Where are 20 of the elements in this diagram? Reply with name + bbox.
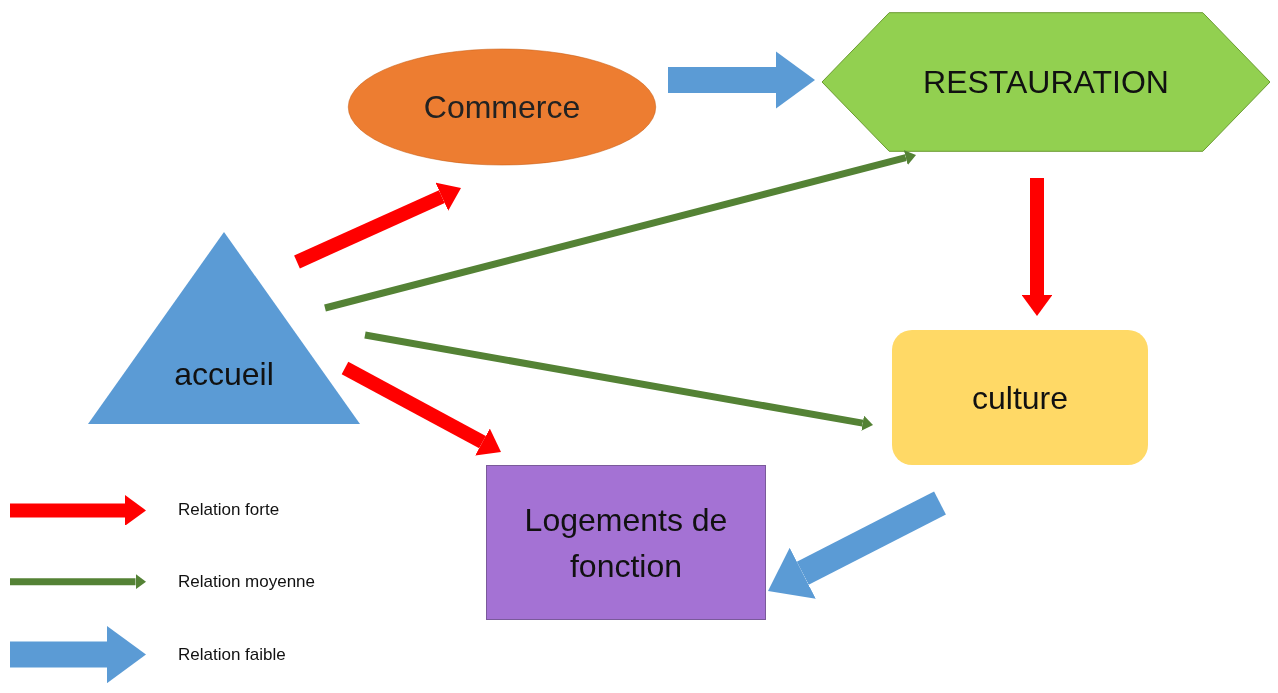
rounded-box	[892, 330, 1148, 465]
legend-label: Relation forte	[178, 499, 280, 522]
arrow	[768, 491, 946, 599]
arrow	[324, 150, 916, 312]
node-label: RESTAURATION	[923, 63, 1169, 102]
process-box	[486, 465, 766, 620]
node-label: culture	[971, 378, 1068, 418]
arrow	[1021, 178, 1053, 316]
node-label: accueil	[174, 355, 274, 394]
arrow	[364, 331, 873, 431]
hexagon-shape	[822, 12, 1270, 152]
arrow	[294, 182, 461, 269]
legend-label: Relation moyenne	[178, 571, 316, 594]
commerce-ellipse	[347, 48, 657, 166]
legend-label: Relation faible	[178, 644, 286, 667]
arrow	[341, 361, 501, 456]
arrow	[668, 51, 815, 109]
node-label: Logements de fonction	[523, 500, 729, 586]
triangle-shape	[88, 232, 360, 424]
node-label: Commerce	[423, 88, 581, 127]
